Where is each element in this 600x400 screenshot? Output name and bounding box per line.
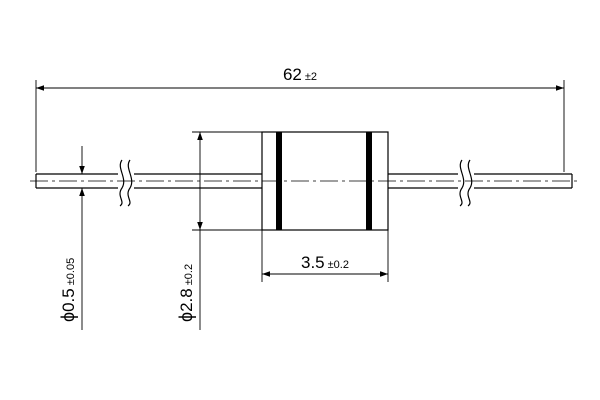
body-length-label: 3.5±0.2 <box>301 253 349 272</box>
body-length-dimension <box>261 230 389 282</box>
body-diameter-label: ϕ2.8±0.2 <box>176 264 196 322</box>
body-diameter-dimension <box>192 131 262 330</box>
lead-right <box>388 173 573 189</box>
break-mark-left <box>118 159 134 207</box>
lead-diameter-label: ϕ0.5±0.05 <box>58 258 78 322</box>
body-band-right <box>366 132 372 230</box>
overall-length-dimension <box>35 80 565 172</box>
overall-length-label: 62±2 <box>283 65 317 84</box>
break-mark-right <box>458 159 474 207</box>
